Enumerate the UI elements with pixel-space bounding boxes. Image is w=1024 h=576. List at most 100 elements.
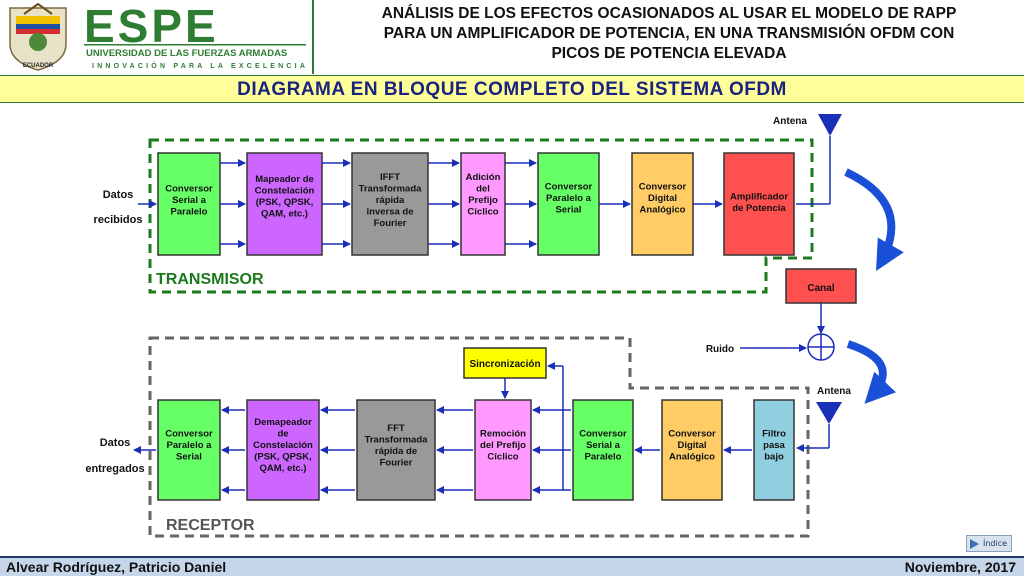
tx-sp-label: Paralelo — [171, 207, 208, 218]
tx-ifft-label: IFFT — [380, 172, 400, 183]
tx-map-label: Constelación — [255, 185, 315, 196]
index-button[interactable]: Índice — [966, 535, 1012, 552]
tx-ifft-label: Fourier — [374, 218, 407, 229]
rx-demap-label: Demapeador — [254, 417, 312, 428]
ecuador-emblem-icon — [9, 2, 67, 71]
tx-map-label: QAM, etc.) — [261, 208, 308, 219]
tx-ifft-label: rápida — [376, 195, 405, 206]
rx-cp-label: del Prefijo — [480, 440, 526, 451]
rx-demap-label: QAM, etc.) — [260, 463, 307, 474]
tx-ps-label: Serial — [556, 205, 582, 216]
rx-cp-label: Cíclico — [487, 452, 518, 463]
tx-pa-label: de Potencia — [732, 203, 786, 214]
tx-dac-label: Digital — [648, 193, 677, 204]
header: ECUADOR ESPE UNIVERSIDAD DE LAS FUERZAS … — [0, 0, 1024, 74]
rx-fft-label: rápida de — [375, 446, 417, 457]
channel-label: Canal — [807, 283, 834, 294]
rx-lpf-label: bajo — [764, 452, 784, 463]
rx-antenna-icon — [816, 402, 842, 424]
receiver-boundary — [148, 336, 810, 538]
rx-adc-label: Conversor — [668, 429, 716, 440]
logo-tagline: INNOVACIÓN PARA LA EXCELENCIA — [92, 61, 308, 70]
tx-antenna-icon — [818, 114, 842, 136]
rx-fft-label: Fourier — [380, 457, 413, 468]
footer-date: Noviembre, 2017 — [904, 559, 1016, 575]
rx-demap-label: de — [277, 429, 288, 440]
rx-lpf-label: pasa — [763, 440, 785, 451]
rx-demap-label: (PSK, QPSK, — [254, 452, 312, 463]
index-button-label: Índice — [983, 539, 1008, 548]
rx-adc-label: Digital — [677, 440, 706, 451]
rx-ps-label: Serial — [176, 452, 202, 463]
tx-cp-label: del — [476, 183, 490, 194]
rx-demap-label: Constelación — [253, 440, 313, 451]
noise-label: Ruido — [706, 344, 734, 355]
tx-ps-label: Paralelo a — [546, 193, 592, 204]
tx-dac-label: Analógico — [640, 205, 686, 216]
tx-pa-label: Amplificador — [730, 191, 788, 202]
rx-ps-label: Paralelo a — [167, 440, 213, 451]
thesis-title-line: ANÁLISIS DE LOS EFECTOS OCASIONADOS AL U… — [381, 5, 957, 22]
slide-subtitle: DIAGRAMA EN BLOQUE COMPLETO DEL SISTEMA … — [0, 75, 1024, 103]
input-label: Datos — [103, 189, 134, 201]
transmitter-boundary — [148, 138, 814, 294]
output-label: entregados — [85, 463, 144, 475]
rx-fft-label: Transformada — [365, 434, 429, 445]
transmitter-label: TRANSMISOR — [156, 271, 264, 288]
propagation-arrow-icon — [844, 168, 904, 271]
tx-sp-label: Serial a — [172, 195, 207, 206]
rx-sp-label: Conversor — [579, 429, 627, 440]
rx-lpf-label: Filtro — [762, 429, 786, 440]
footer-author: Alvear Rodríguez, Patricio Daniel — [6, 559, 227, 575]
rx-sp-label: Paralelo — [585, 452, 622, 463]
ofdm-block-diagram: TRANSMISOR RECEPTOR Datos recibidos Dato… — [85, 114, 904, 538]
rx-sp-label: Serial a — [586, 440, 621, 451]
tx-map-label: (PSK, QPSK, — [256, 197, 314, 208]
rx-cp-label: Remoción — [480, 429, 526, 440]
noise-sum-icon — [807, 333, 835, 361]
sync-block: Sincronización — [463, 347, 547, 379]
play-icon — [970, 539, 979, 549]
espe-logo-graphic: ECUADOR ESPE UNIVERSIDAD DE LAS FUERZAS … — [9, 0, 308, 71]
thesis-title-line: PARA UN AMPLIFICADOR DE POTENCIA, EN UNA… — [383, 25, 955, 42]
thesis-title: ANÁLISIS DE LOS EFECTOS OCASIONADOS AL U… — [316, 4, 1022, 64]
tx-ifft-label: Transformada — [359, 184, 423, 195]
tx-cp-label: Prefijo — [468, 195, 498, 206]
tx-ifft-label: inversa de — [367, 207, 414, 218]
thesis-title-line: PICOS DE POTENCIA ELEVADA — [551, 45, 787, 62]
tx-sp-label: Conversor — [165, 184, 213, 195]
rx-fft-label: FFT — [387, 423, 405, 434]
emblem-caption: ECUADOR — [23, 63, 54, 69]
tx-map-label: Mapeador de — [255, 174, 314, 185]
rx-ps-label: Conversor — [165, 429, 213, 440]
university-logo: ECUADOR ESPE UNIVERSIDAD DE LAS FUERZAS … — [0, 0, 314, 74]
tx-ps-label: Conversor — [545, 182, 593, 193]
tx-cp-label: Adición — [466, 172, 501, 183]
tx-cp-label: Cíclico — [467, 206, 498, 217]
rx-adc-label: Analógico — [669, 452, 715, 463]
rx-antenna-label: Antena — [817, 386, 851, 397]
logo-subtext: UNIVERSIDAD DE LAS FUERZAS ARMADAS — [86, 48, 287, 59]
channel-block: Canal — [785, 268, 857, 304]
receiver-label: RECEPTOR — [166, 517, 255, 534]
tx-dac-label: Conversor — [639, 182, 687, 193]
sync-label: Sincronización — [469, 359, 540, 370]
tx-antenna-label: Antena — [773, 116, 807, 127]
propagation-arrow-icon — [846, 340, 897, 404]
input-label: recibidos — [94, 214, 143, 226]
logo-text: ESPE — [84, 0, 219, 52]
